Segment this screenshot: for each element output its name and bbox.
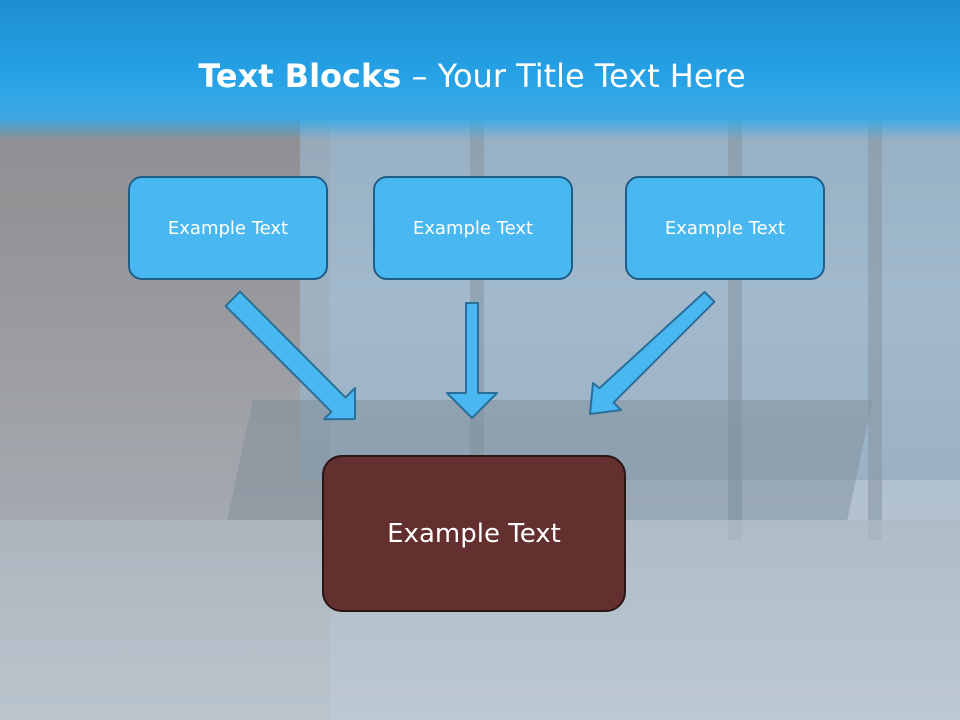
arrow-right-down-left (589, 291, 716, 415)
arrow-center-down (446, 302, 498, 419)
title-rest: Your Title Text Here (437, 57, 746, 95)
slide-title: Text Blocks – Your Title Text Here (0, 52, 944, 100)
example-text-box-1: Example Text (128, 176, 328, 280)
arrow-left-down-right (224, 290, 356, 421)
title-band (0, 0, 960, 140)
example-text-box-3: Example Text (625, 176, 825, 280)
title-bold-part: Text Blocks (198, 57, 402, 95)
box-label: Example Text (167, 217, 289, 239)
title-dash: – (411, 57, 428, 95)
box-label: Example Text (664, 217, 786, 239)
box-label: Example Text (387, 518, 561, 549)
example-text-box-2: Example Text (373, 176, 573, 280)
example-text-target-box: Example Text (322, 455, 626, 612)
window-mullion (868, 120, 882, 540)
box-label: Example Text (412, 217, 534, 239)
